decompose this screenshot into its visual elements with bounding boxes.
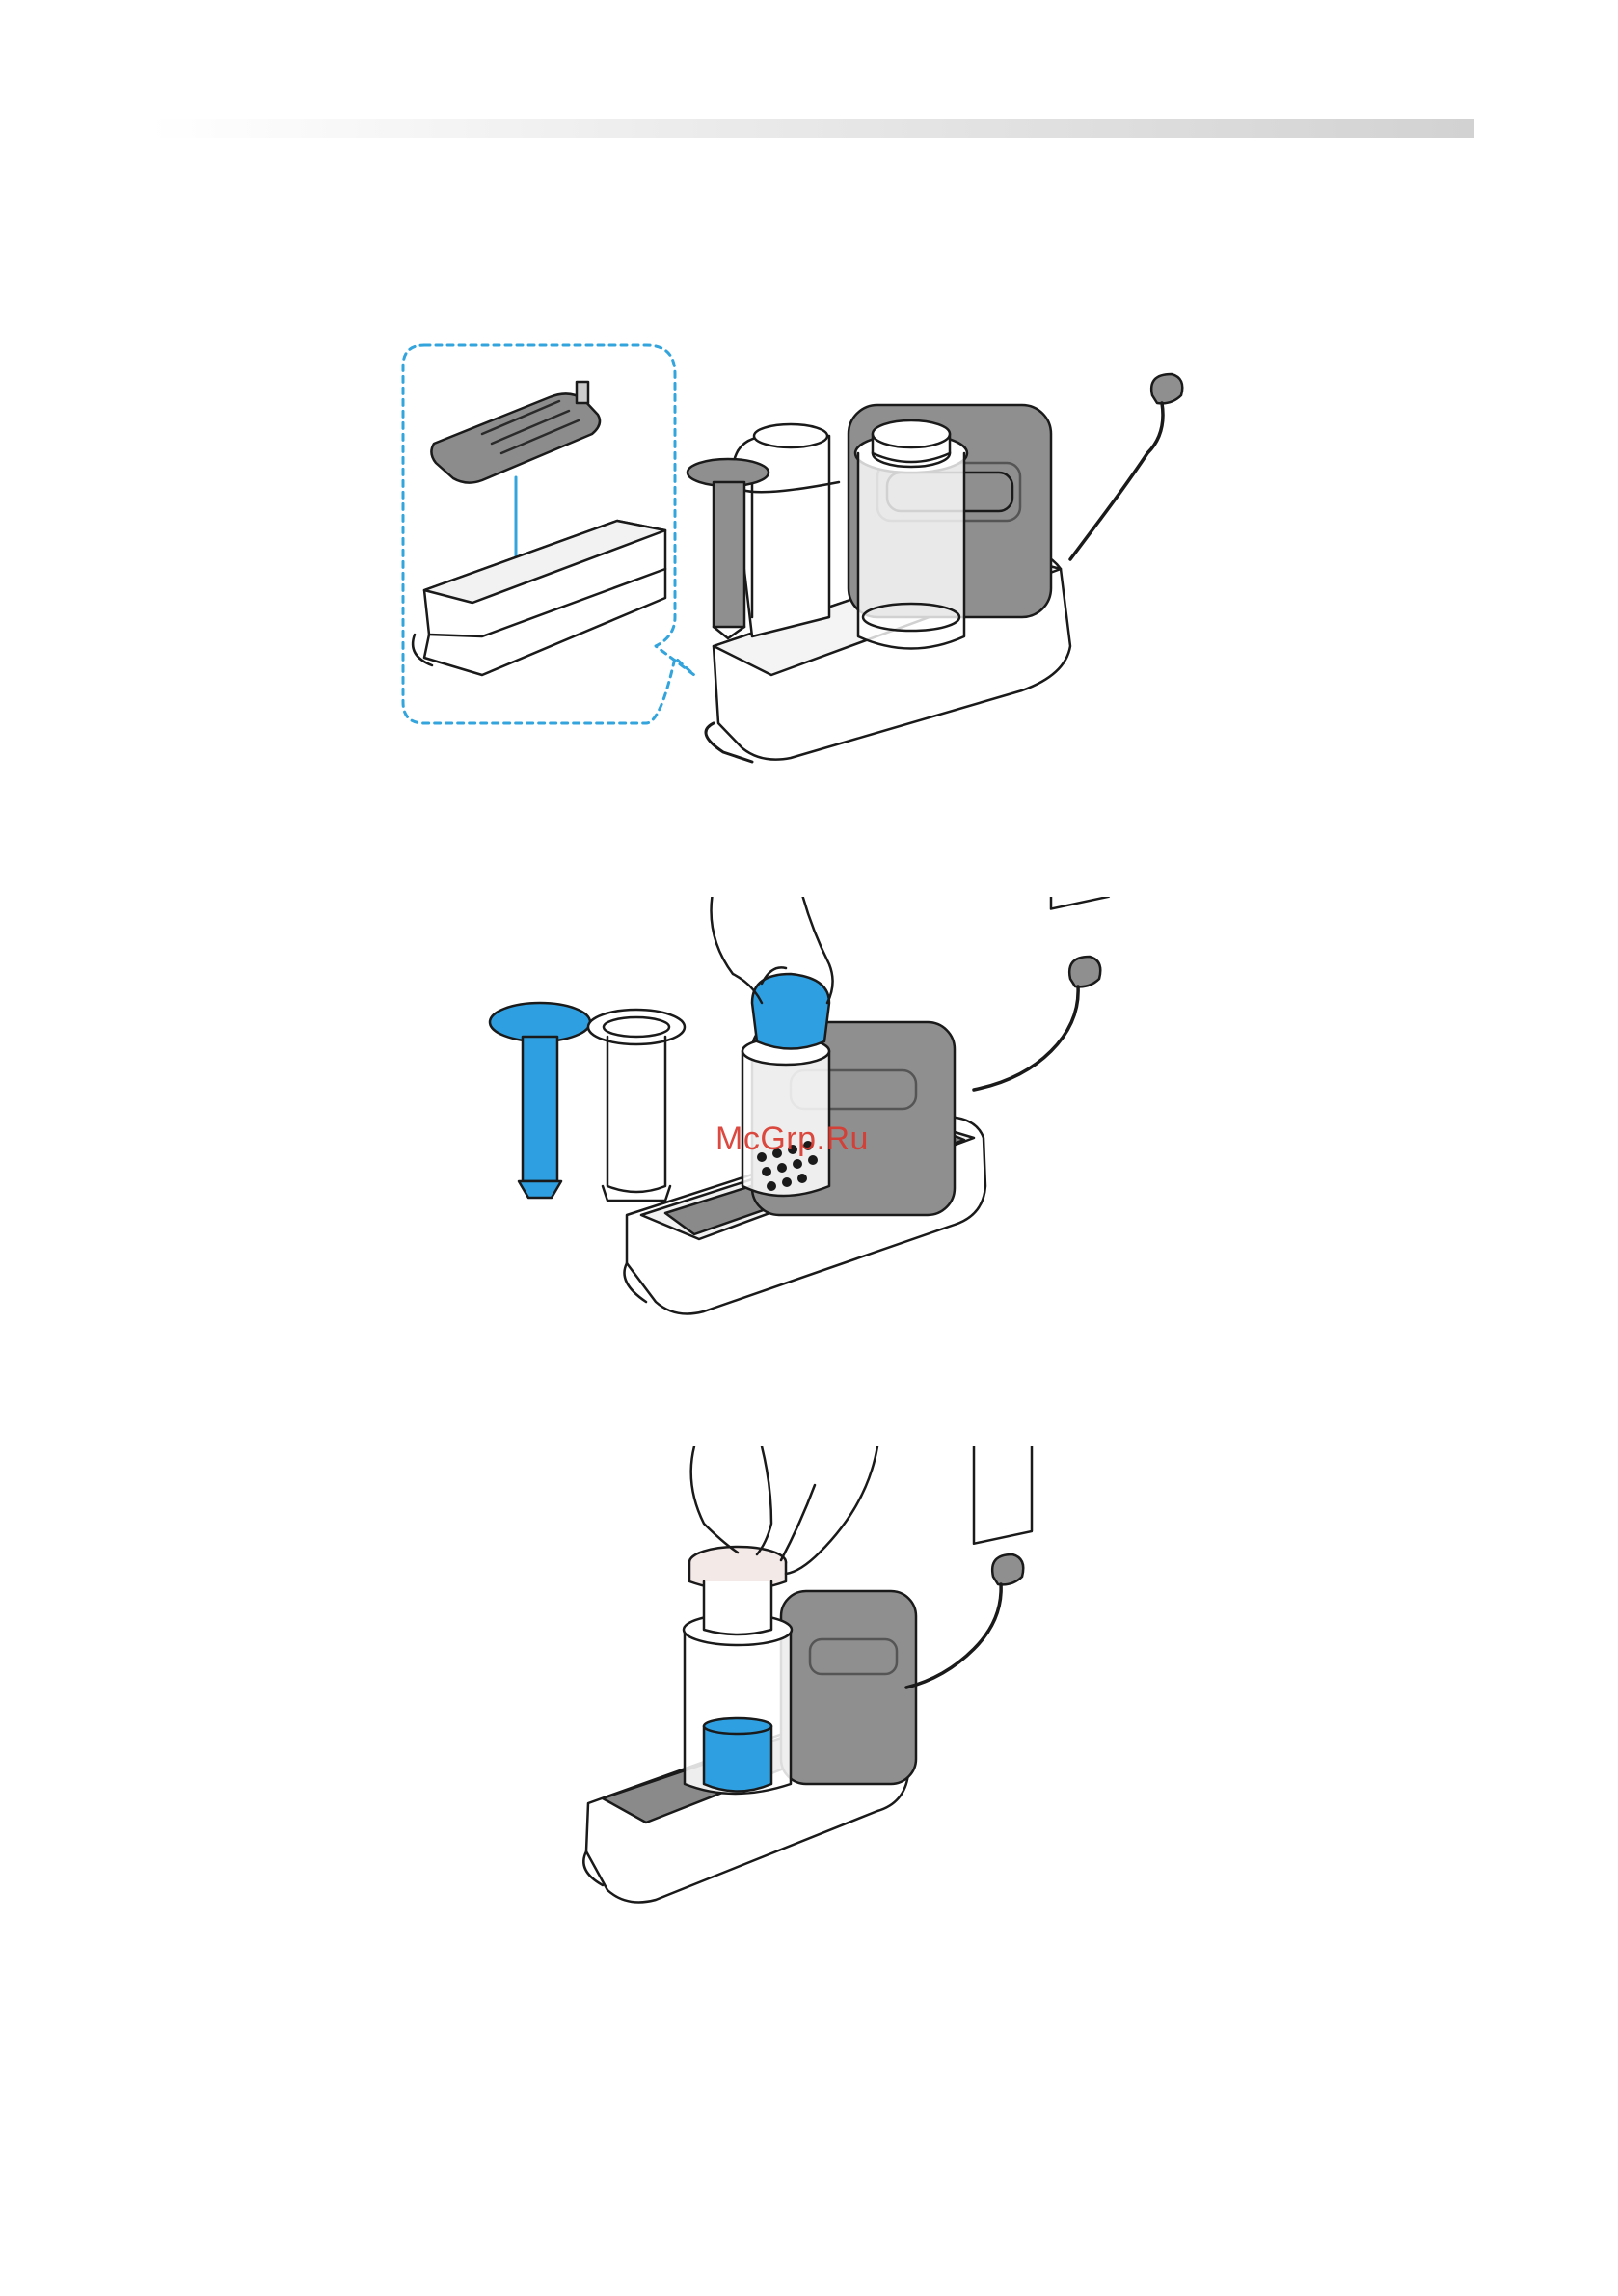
blue-cup-icon [752, 974, 829, 1049]
tray-lid-icon [431, 382, 600, 483]
figure-1-appliance-tray-callout [386, 328, 1234, 791]
clear-sleeve-icon [588, 1010, 685, 1201]
blue-contents-icon [704, 1726, 771, 1792]
appliance-illustration-2 [625, 897, 1110, 1313]
tray-base-icon [413, 521, 665, 675]
watermark-text: McGrp.Ru [715, 1121, 869, 1158]
blue-plunger-icon [490, 1003, 590, 1198]
header-gradient-bar [149, 119, 1474, 138]
appliance-illustration-1 [688, 328, 1186, 762]
appliance-illustration-3 [583, 1446, 1032, 1902]
figure-3-press-pusher [569, 1446, 1070, 1958]
